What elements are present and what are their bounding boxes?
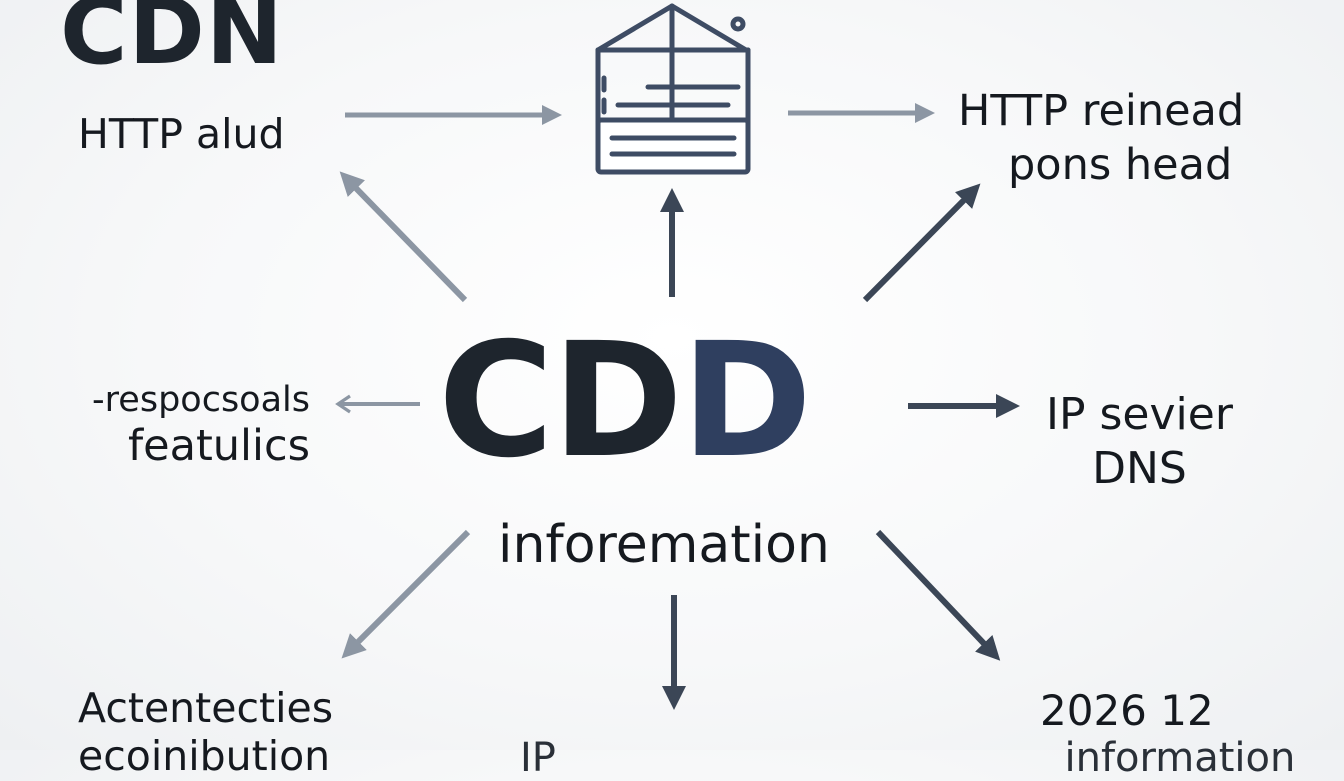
bottom-cropped-text: IP information — [520, 735, 1296, 781]
center-subtitle: inforemation — [498, 515, 830, 575]
bottom-left-label-line2: ecoinibution — [78, 732, 331, 780]
left-label-line1: -respocsoals — [92, 380, 310, 420]
arrow-center-to-topright — [862, 183, 981, 303]
top-right-label: HTTP reinead pons head — [958, 84, 1244, 192]
arrow-center-to-bottomright — [875, 529, 1001, 661]
center-title-prefix: CD — [438, 309, 683, 493]
right-label-line1: IP sevier — [1046, 389, 1233, 440]
bottom-left-label-line1: Actentecties — [78, 684, 334, 732]
right-label: IP sevier DNS — [1046, 388, 1233, 496]
server-rack-icon — [595, 3, 751, 175]
left-label-line2: featulics — [128, 421, 310, 471]
arrow-center-to-topleft — [339, 171, 468, 303]
arrow-center-to-bottomleft — [341, 529, 471, 659]
connector-arrows — [335, 103, 1020, 710]
center-title: CDD — [438, 322, 812, 480]
top-right-label-line2: pons head — [1008, 140, 1233, 190]
left-label: -respocsoals featulics — [52, 380, 310, 472]
corner-title: CDN — [60, 0, 284, 85]
top-right-label-line1: HTTP reinead — [958, 86, 1245, 136]
bottom-right-label: 2026 12 — [1040, 686, 1214, 735]
top-left-label: HTTP alud — [78, 110, 285, 158]
center-title-accent: D — [681, 309, 812, 493]
bottom-left-label: Actentecties ecoinibution — [78, 684, 333, 780]
right-label-line2: DNS — [1092, 443, 1187, 494]
